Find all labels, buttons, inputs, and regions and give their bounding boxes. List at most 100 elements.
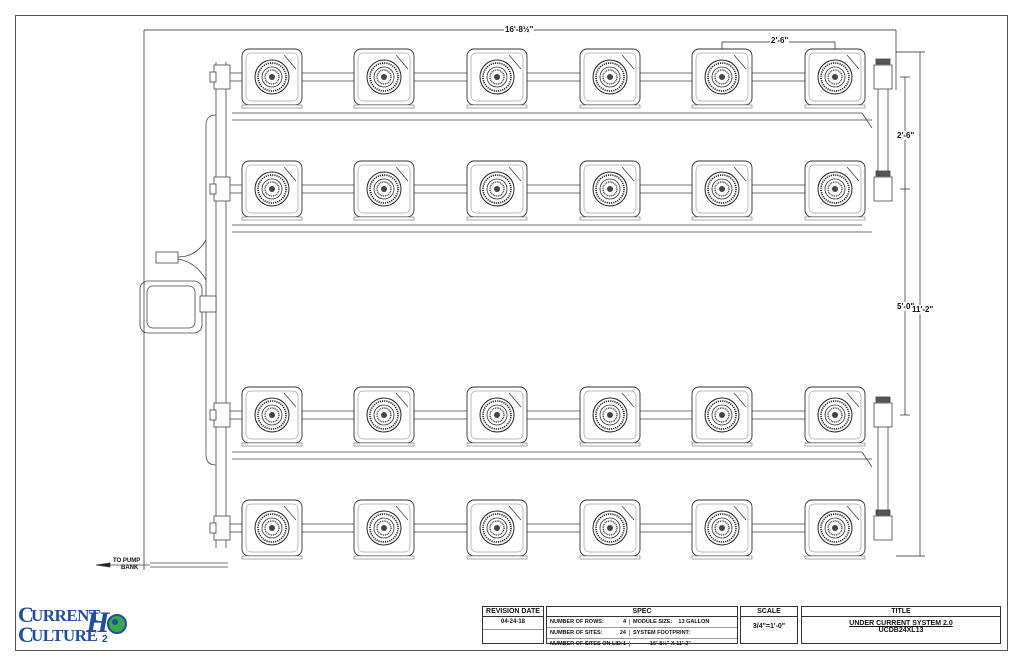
net-pot-center [602,520,618,536]
net-pot-center [489,69,505,85]
net-pot-mesh [820,62,850,92]
net-pot-rim [824,178,846,200]
revision-block: REVISION DATE 04-24-18 [482,606,544,644]
overall-height-dimension: 11'-2" [911,305,935,314]
revision-header: REVISION DATE [483,607,543,617]
net-pot-center [264,407,280,423]
lid-handle [508,166,522,182]
title-header: TITLE [802,607,1000,617]
sites-label: NUMBER OF SITES: [550,630,603,636]
grow-module-10 [579,160,641,221]
spec-header: SPEC [547,607,737,617]
module-base [241,555,303,560]
module-lid-inner [470,52,524,102]
pump-arrow [95,562,111,568]
lid-handle [846,166,860,182]
net-pot-hub [832,186,838,192]
module-base [241,216,303,221]
net-pot-mesh [369,400,399,430]
end-fitting [873,64,893,90]
net-pot-mesh [369,174,399,204]
lid-handle [508,54,522,70]
valve-fitting [155,251,179,264]
module-lid-inner [583,52,637,102]
net-pot-rim [261,178,283,200]
lid-handle [508,392,522,408]
end-cap-dark [875,170,891,177]
module-base [691,216,753,221]
manifold-diagonal [861,112,873,129]
net-pot-mesh [595,513,625,543]
net-pot-rim [824,404,846,426]
net-pot-center [714,407,730,423]
net-pot-center [602,407,618,423]
module-lid-inner [808,503,862,553]
spec-block: SPEC NUMBER OF ROWS: 4 MODULE SIZE: 13 G… [546,606,738,647]
net-pot-rim [373,66,395,88]
module-base [466,442,528,447]
valve-pipe [177,258,207,281]
net-pot-hub [719,412,725,418]
net-pot-center [602,69,618,85]
net-pot-rim [824,517,846,539]
grow-module-19 [241,499,303,560]
net-pot-rim [261,517,283,539]
grow-module-11 [691,160,753,221]
sheet-border [15,15,1008,651]
net-pot-center [602,181,618,197]
net-pot-mesh [482,174,512,204]
grow-module-8 [353,160,415,221]
module-base [691,555,753,560]
revision-date: 04-24-18 [483,617,543,630]
net-pot-center [714,69,730,85]
footprint-label: SYSTEM FOOTPRINT: [633,630,691,636]
net-pot-hub [494,412,500,418]
net-pot-center [489,181,505,197]
lid-handle [283,505,297,521]
lid-handle [283,166,297,182]
module-base [353,442,415,447]
overall-width-dimension: 16'-8½" [504,25,535,34]
net-pot-hub [494,525,500,531]
title-block: TITLE UNDER CURRENT SYSTEM 2.0 UCDB24XL1… [801,606,1001,644]
grow-module-20 [353,499,415,560]
module-lid-inner [245,164,299,214]
net-pot-hub [381,186,387,192]
net-pot-rim [599,66,621,88]
lid-handle [283,392,297,408]
net-pot-hub [494,74,500,80]
site-spacing-dimension: 2'-6" [770,36,790,45]
module-lid-inner [583,390,637,440]
net-pot-rim [711,66,733,88]
module-lid-inner [357,164,411,214]
lid-handle [733,166,747,182]
return-pipe-bend [205,114,217,126]
net-pot-center [489,407,505,423]
net-pot-hub [719,525,725,531]
net-pot-center [264,520,280,536]
module-label: MODULE SIZE: [633,619,673,625]
module-base [466,104,528,109]
module-base [579,216,641,221]
net-pot-center [376,181,392,197]
grow-module-5 [691,48,753,109]
lid-handle [733,505,747,521]
net-pot-rim [711,404,733,426]
net-pot-center [489,520,505,536]
module-base [241,442,303,447]
grow-module-17 [691,386,753,447]
module-lid-inner [470,164,524,214]
grow-module-24 [804,499,866,560]
module-lid-inner [470,390,524,440]
scale-value: 3/4"=1'-0" [752,623,786,630]
end-cap [209,522,217,534]
end-cap [209,409,217,421]
net-pot-rim [373,517,395,539]
module-base [241,104,303,109]
net-pot-rim [486,517,508,539]
net-pot-mesh [820,513,850,543]
net-pot-rim [711,178,733,200]
net-pot-mesh [595,400,625,430]
net-pot-rim [486,66,508,88]
